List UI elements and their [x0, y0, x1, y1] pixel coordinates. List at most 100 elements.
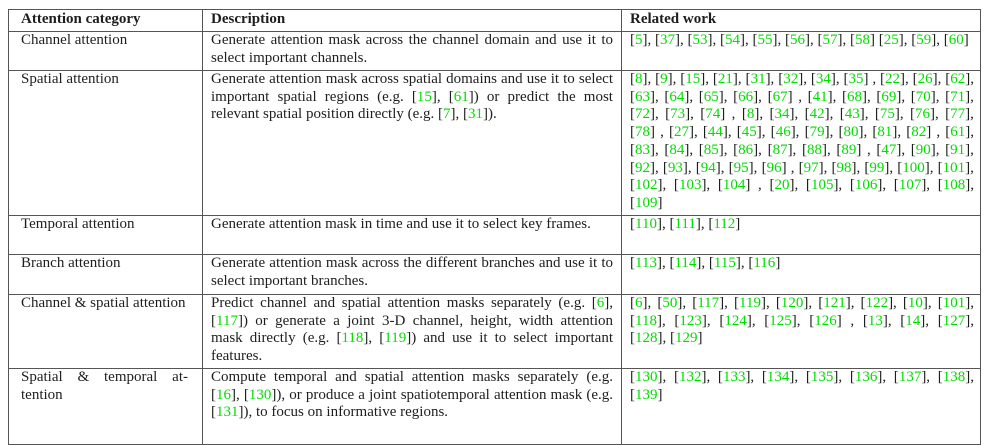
citation-link[interactable]: 70: [915, 88, 931, 105]
citation-link[interactable]: 137: [898, 368, 922, 385]
citation-link[interactable]: 69: [881, 88, 897, 105]
citation-link[interactable]: 97: [803, 159, 819, 176]
citation-link[interactable]: 92: [635, 159, 650, 176]
citation-link[interactable]: 96: [766, 159, 782, 176]
citation-link[interactable]: 77: [950, 106, 966, 123]
citation-link[interactable]: 88: [806, 141, 822, 158]
citation-link[interactable]: 83: [635, 141, 650, 158]
citation-link[interactable]: 73: [670, 106, 686, 123]
citation-link[interactable]: 31: [468, 106, 484, 123]
citation-link[interactable]: 20: [774, 177, 790, 194]
citation-link[interactable]: 57: [822, 32, 838, 49]
citation-link[interactable]: 87: [772, 141, 788, 158]
citation-link[interactable]: 27: [674, 124, 690, 141]
citation-link[interactable]: 89: [841, 141, 857, 158]
citation-link[interactable]: 67: [772, 88, 788, 105]
citation-link[interactable]: 75: [879, 106, 895, 123]
citation-link[interactable]: 60: [948, 32, 964, 49]
citation-link[interactable]: 107: [898, 177, 922, 194]
citation-link[interactable]: 22: [885, 71, 900, 88]
citation-link[interactable]: 43: [844, 106, 860, 123]
citation-link[interactable]: 114: [674, 255, 697, 272]
citation-link[interactable]: 54: [725, 32, 740, 49]
citation-link[interactable]: 45: [741, 124, 757, 141]
citation-link[interactable]: 101: [942, 159, 966, 176]
citation-link[interactable]: 135: [810, 368, 834, 385]
citation-link[interactable]: 104: [722, 177, 746, 194]
citation-link[interactable]: 47: [881, 141, 897, 158]
citation-link[interactable]: 84: [669, 141, 685, 158]
citation-link[interactable]: 25: [883, 32, 899, 49]
citation-link[interactable]: 80: [843, 124, 859, 141]
citation-link[interactable]: 134: [766, 368, 790, 385]
citation-link[interactable]: 123: [679, 312, 702, 329]
citation-link[interactable]: 121: [823, 295, 846, 311]
citation-link[interactable]: 113: [635, 255, 657, 272]
citation-link[interactable]: 126: [814, 312, 837, 329]
citation-link[interactable]: 78: [635, 124, 650, 141]
citation-link[interactable]: 56: [790, 32, 805, 49]
citation-link[interactable]: 117: [697, 295, 720, 311]
citation-link[interactable]: 50: [662, 295, 678, 311]
citation-link[interactable]: 108: [942, 177, 966, 194]
citation-link[interactable]: 111: [674, 216, 696, 233]
citation-link[interactable]: 86: [738, 141, 754, 158]
citation-link[interactable]: 53: [692, 32, 708, 49]
citation-link[interactable]: 112: [713, 216, 736, 233]
citation-link[interactable]: 62: [950, 71, 966, 88]
citation-link[interactable]: 106: [854, 177, 878, 194]
citation-link[interactable]: 124: [724, 312, 747, 329]
citation-link[interactable]: 55: [757, 32, 773, 49]
citation-link[interactable]: 110: [635, 216, 657, 233]
citation-link[interactable]: 6: [635, 295, 643, 311]
citation-link[interactable]: 15: [685, 71, 701, 88]
citation-link[interactable]: 59: [916, 32, 932, 49]
citation-link[interactable]: 26: [917, 71, 933, 88]
citation-link[interactable]: 21: [717, 71, 733, 88]
citation-link[interactable]: 99: [869, 159, 885, 176]
citation-link[interactable]: 58: [855, 32, 870, 49]
citation-link[interactable]: 120: [780, 295, 804, 311]
citation-link[interactable]: 71: [950, 88, 966, 105]
citation-link[interactable]: 65: [703, 88, 719, 105]
citation-link[interactable]: 125: [769, 312, 792, 329]
citation-link[interactable]: 72: [635, 106, 650, 123]
citation-link[interactable]: 119: [739, 295, 761, 311]
citation-link[interactable]: 61: [453, 88, 469, 105]
citation-link[interactable]: 128: [635, 330, 658, 347]
citation-link[interactable]: 6: [596, 295, 605, 311]
citation-link[interactable]: 94: [700, 159, 716, 176]
citation-link[interactable]: 81: [877, 124, 893, 141]
citation-link[interactable]: 13: [867, 312, 883, 329]
citation-link[interactable]: 93: [667, 159, 683, 176]
citation-link[interactable]: 76: [915, 106, 931, 123]
citation-link[interactable]: 79: [809, 124, 825, 141]
citation-link[interactable]: 103: [678, 177, 702, 194]
citation-link[interactable]: 34: [815, 71, 831, 88]
citation-link[interactable]: 122: [865, 295, 889, 311]
citation-link[interactable]: 66: [738, 88, 754, 105]
citation-link[interactable]: 139: [635, 386, 658, 403]
citation-link[interactable]: 117: [216, 312, 238, 329]
citation-link[interactable]: 82: [911, 124, 927, 141]
citation-link[interactable]: 133: [722, 368, 746, 385]
citation-link[interactable]: 116: [753, 255, 776, 272]
citation-link[interactable]: 90: [915, 141, 931, 158]
citation-link[interactable]: 16: [216, 386, 231, 403]
citation-link[interactable]: 91: [950, 141, 966, 158]
citation-link[interactable]: 41: [812, 88, 828, 105]
citation-link[interactable]: 31: [750, 71, 766, 88]
citation-link[interactable]: 46: [775, 124, 791, 141]
citation-link[interactable]: 136: [854, 368, 878, 385]
citation-link[interactable]: 127: [942, 312, 966, 329]
citation-link[interactable]: 68: [847, 88, 862, 105]
citation-link[interactable]: 131: [216, 404, 239, 421]
citation-link[interactable]: 115: [713, 255, 736, 272]
citation-link[interactable]: 35: [848, 71, 864, 88]
citation-link[interactable]: 34: [774, 106, 790, 123]
citation-link[interactable]: 100: [902, 159, 925, 176]
citation-link[interactable]: 32: [783, 71, 799, 88]
citation-link[interactable]: 14: [905, 312, 921, 329]
citation-link[interactable]: 109: [635, 194, 658, 211]
citation-link[interactable]: 132: [678, 368, 702, 385]
